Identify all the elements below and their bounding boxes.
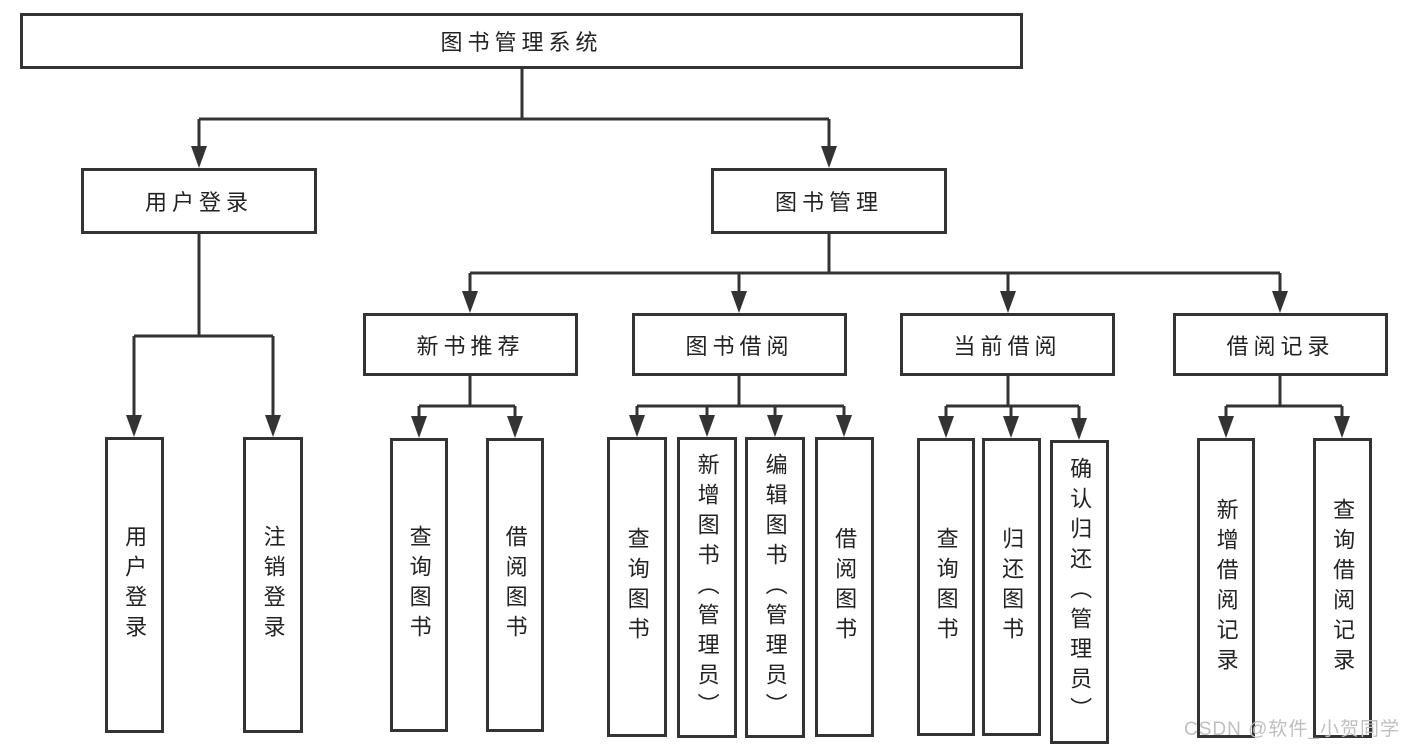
leaf-current-query-books: 查询图书 xyxy=(917,438,975,736)
leaf-logout-label: 注销登录 xyxy=(260,525,286,645)
node-book-management: 图书管理 xyxy=(711,168,947,234)
leaf-rec-borrow-books-label: 借阅图书 xyxy=(502,525,528,645)
leaf-rec-borrow-books: 借阅图书 xyxy=(486,438,544,732)
leaf-confirm-return-admin-label: 确认归还（管理员） xyxy=(1067,457,1093,727)
leaf-add-books-admin: 新增图书（管理员） xyxy=(677,437,737,738)
leaf-rec-query-books: 查询图书 xyxy=(390,438,448,732)
node-new-book-recommendation: 新书推荐 xyxy=(363,313,578,376)
leaf-user-login-label: 用户登录 xyxy=(122,525,148,645)
leaf-rec-query-books-label: 查询图书 xyxy=(406,525,432,645)
node-user-login: 用户登录 xyxy=(81,168,317,234)
node-borrowing-records: 借阅记录 xyxy=(1173,313,1388,376)
leaf-current-query-books-label: 查询图书 xyxy=(933,527,959,647)
leaf-add-books-admin-label: 新增图书（管理员） xyxy=(694,452,720,723)
leaf-return-books: 归还图书 xyxy=(982,438,1041,736)
leaf-user-login: 用户登录 xyxy=(105,437,164,733)
leaf-logout: 注销登录 xyxy=(243,437,303,733)
leaf-borrow-query-books: 查询图书 xyxy=(607,437,667,737)
leaf-query-borrow-record: 查询借阅记录 xyxy=(1313,438,1372,738)
leaf-borrow-books-label: 借阅图书 xyxy=(832,527,858,647)
leaf-return-books-label: 归还图书 xyxy=(999,527,1025,647)
leaf-edit-books-admin-label: 编辑图书（管理员） xyxy=(762,452,788,723)
leaf-confirm-return-admin: 确认归还（管理员） xyxy=(1050,440,1109,744)
leaf-borrow-query-books-label: 查询图书 xyxy=(624,527,650,647)
leaf-add-borrow-record-label: 新增借阅记录 xyxy=(1213,498,1239,678)
leaf-add-borrow-record: 新增借阅记录 xyxy=(1197,438,1255,738)
watermark: CSDN @软件_小贺同学 xyxy=(1184,719,1400,740)
arrowhead-icons xyxy=(126,146,1350,440)
leaf-edit-books-admin: 编辑图书（管理员） xyxy=(745,437,805,738)
node-library-management-system: 图书管理系统 xyxy=(20,13,1023,69)
leaf-borrow-books: 借阅图书 xyxy=(815,437,874,737)
leaf-query-borrow-record-label: 查询借阅记录 xyxy=(1330,498,1356,678)
node-current-borrowing: 当前借阅 xyxy=(900,313,1115,376)
node-book-borrowing: 图书借阅 xyxy=(632,313,847,376)
